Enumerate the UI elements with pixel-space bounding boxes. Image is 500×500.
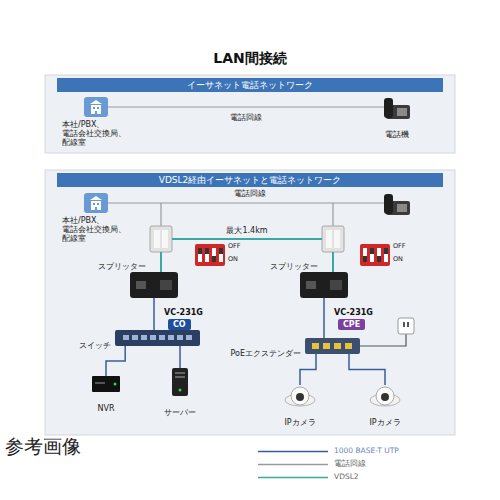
device-label: 電話機 bbox=[385, 130, 409, 139]
legend-line-sample bbox=[258, 472, 330, 483]
connector-label: 最大1.4km bbox=[224, 226, 269, 235]
device-node: IPカメラ bbox=[370, 385, 400, 407]
connector bbox=[323, 298, 325, 338]
device-node: スプリッター bbox=[150, 226, 172, 252]
panel-backgrounds bbox=[45, 75, 455, 435]
connector-label: 電話回線 bbox=[228, 113, 264, 122]
ip-camera-icon bbox=[285, 387, 315, 406]
telephone-icon bbox=[384, 98, 410, 119]
device-node: VC-231GCPE bbox=[300, 272, 348, 298]
text-holder: イーサネット電話ネットワーク bbox=[57, 78, 443, 92]
mode-badge: CO bbox=[168, 319, 191, 330]
connector bbox=[106, 346, 125, 376]
device-label: VC-231G bbox=[164, 308, 203, 317]
splitter-icon bbox=[322, 226, 344, 252]
connector bbox=[349, 354, 385, 385]
text-holder: スプリッター bbox=[92, 254, 146, 273]
switch-state: ON bbox=[393, 256, 403, 263]
panel-heading: イーサネット電話ネットワーク bbox=[57, 78, 443, 92]
switch-state: OFF bbox=[228, 243, 241, 250]
device-label: PoEエクステンダー bbox=[231, 349, 302, 358]
text-holder: スプリッター bbox=[264, 254, 318, 273]
dip-switch bbox=[360, 244, 390, 266]
vdsl-converter bbox=[130, 272, 178, 298]
switch-icon bbox=[115, 330, 200, 346]
device-node: スプリッター bbox=[322, 226, 344, 252]
building-icon bbox=[84, 193, 108, 213]
text-holder: VC-231G bbox=[164, 300, 214, 319]
legend-entry: 電話回線 bbox=[258, 459, 428, 470]
connector bbox=[332, 252, 334, 272]
device-node: VC-231GCO bbox=[130, 272, 178, 298]
connector bbox=[153, 298, 155, 330]
legend-text: 電話回線 bbox=[334, 459, 366, 468]
telephone-icon bbox=[384, 194, 410, 215]
reference-note: 参考画像 bbox=[5, 436, 81, 458]
connector bbox=[172, 238, 322, 240]
text-holder: サーバー bbox=[155, 400, 205, 419]
title: LAN間接続 bbox=[0, 50, 500, 68]
building-icon bbox=[84, 97, 108, 117]
text-holder: IPカメラ bbox=[360, 410, 410, 429]
connector bbox=[300, 354, 316, 385]
line-label: 電話回線 bbox=[234, 189, 266, 198]
phone-line bbox=[108, 203, 384, 226]
splitter-icon bbox=[150, 226, 172, 252]
device-label: IPカメラ bbox=[369, 418, 400, 427]
device-node: PoEエクステンダー bbox=[305, 338, 360, 354]
poe-extender-icon bbox=[305, 338, 360, 354]
text-holder: VDSL2経由イーサネットと電話ネットワーク bbox=[57, 173, 443, 187]
ip-camera-icon bbox=[370, 387, 400, 406]
device-node: スイッチ bbox=[115, 330, 200, 346]
text-holder: 本社/PBX、 電話会社交換局、 配線室 bbox=[62, 120, 138, 148]
legend-entry: 1000 BASE-T UTP bbox=[258, 446, 428, 457]
text-holder: 電話機 bbox=[377, 122, 417, 141]
panel-heading: VDSL2経由イーサネットと電話ネットワーク bbox=[57, 173, 443, 187]
legend-text: 1000 BASE-T UTP bbox=[334, 446, 399, 455]
device-label: 本社/PBX、 電話会社交換局、 配線室 bbox=[62, 216, 138, 244]
dip-switch bbox=[195, 244, 225, 266]
device-node: 本社/PBX、 電話会社交換局、 配線室 bbox=[84, 97, 108, 117]
legend-line-sample bbox=[258, 459, 330, 470]
device-node: 電話機 bbox=[384, 97, 410, 119]
device-label: VC-231G bbox=[334, 308, 373, 317]
device-label: NVR bbox=[97, 404, 114, 413]
device-node: NVR bbox=[92, 376, 120, 392]
text-holder: 本社/PBX、 電話会社交換局、 配線室 bbox=[62, 216, 138, 244]
device-label: スプリッター bbox=[98, 262, 146, 271]
text-holder: IPカメラ bbox=[275, 410, 325, 429]
legend-line-sample bbox=[258, 446, 330, 457]
text-holder: スイッチ bbox=[67, 333, 111, 352]
text-holder: VC-231G bbox=[334, 300, 384, 319]
server-icon bbox=[172, 368, 188, 396]
device-node: IPカメラ bbox=[285, 385, 315, 407]
panel-background bbox=[45, 75, 455, 153]
mode-badge: CPE bbox=[338, 319, 365, 330]
network-panel: VDSL2経由イーサネットと電話ネットワーク本社/PBX、 電話会社交換局、 配… bbox=[45, 170, 455, 435]
legend-text: VDSL2 bbox=[334, 472, 359, 481]
switch-state: OFF bbox=[393, 243, 406, 250]
device-label: スプリッター bbox=[270, 262, 318, 271]
device-label: IPカメラ bbox=[284, 418, 315, 427]
vdsl-converter bbox=[300, 272, 348, 298]
switch-state: ON bbox=[228, 256, 238, 263]
text-holder: NVR bbox=[86, 396, 126, 415]
connector bbox=[108, 106, 384, 107]
device-label: サーバー bbox=[164, 408, 196, 417]
panel-background bbox=[45, 170, 455, 435]
device-node: 本社/PBX、 電話会社交換局、 配線室 bbox=[84, 193, 108, 213]
device-label: 本社/PBX、 電話会社交換局、 配線室 bbox=[62, 120, 138, 148]
device-label: スイッチ bbox=[79, 341, 111, 350]
nvr-icon bbox=[92, 376, 120, 392]
power-outlet bbox=[398, 318, 414, 334]
legend-entry: VDSL2 bbox=[258, 472, 428, 483]
power-cord bbox=[360, 334, 406, 346]
text-holder: PoEエクステンダー bbox=[207, 341, 301, 360]
device-node: サーバー bbox=[172, 368, 188, 396]
connector bbox=[160, 252, 162, 272]
connector bbox=[179, 346, 181, 368]
